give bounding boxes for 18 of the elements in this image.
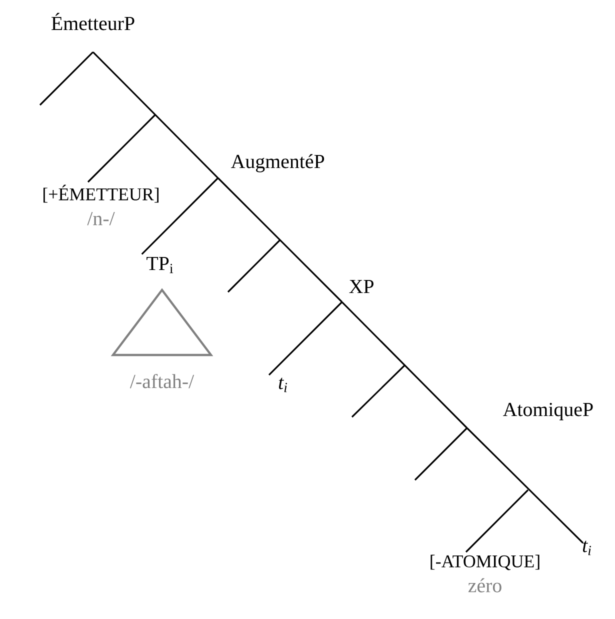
feature-label: [-ATOMIQUE] zéro: [430, 554, 540, 592]
tree-branch: [268, 301, 343, 376]
tree-branch: [217, 177, 343, 303]
category-label: XP: [349, 280, 374, 293]
category-label: AugmentéP: [230, 154, 324, 172]
category-label: TP$_{i}$: [146, 256, 174, 274]
tree-branch: [87, 114, 156, 183]
tree-branch: [341, 301, 468, 429]
category-label: t$_{i}$: [278, 378, 288, 392]
category-label: AtomiqueP: [502, 402, 593, 420]
tree-branch: [466, 427, 584, 544]
category-label: t$_{i}$: [582, 540, 592, 556]
category-label: ÉmetteurP: [52, 12, 134, 30]
feature-label: [+ÉMETTEUR] /n-/: [43, 184, 159, 226]
tree-branch: [92, 51, 219, 179]
morpheme-label: /-aftah-/: [130, 374, 194, 388]
tree-branch: [465, 489, 529, 553]
tree-branch: [141, 177, 219, 255]
